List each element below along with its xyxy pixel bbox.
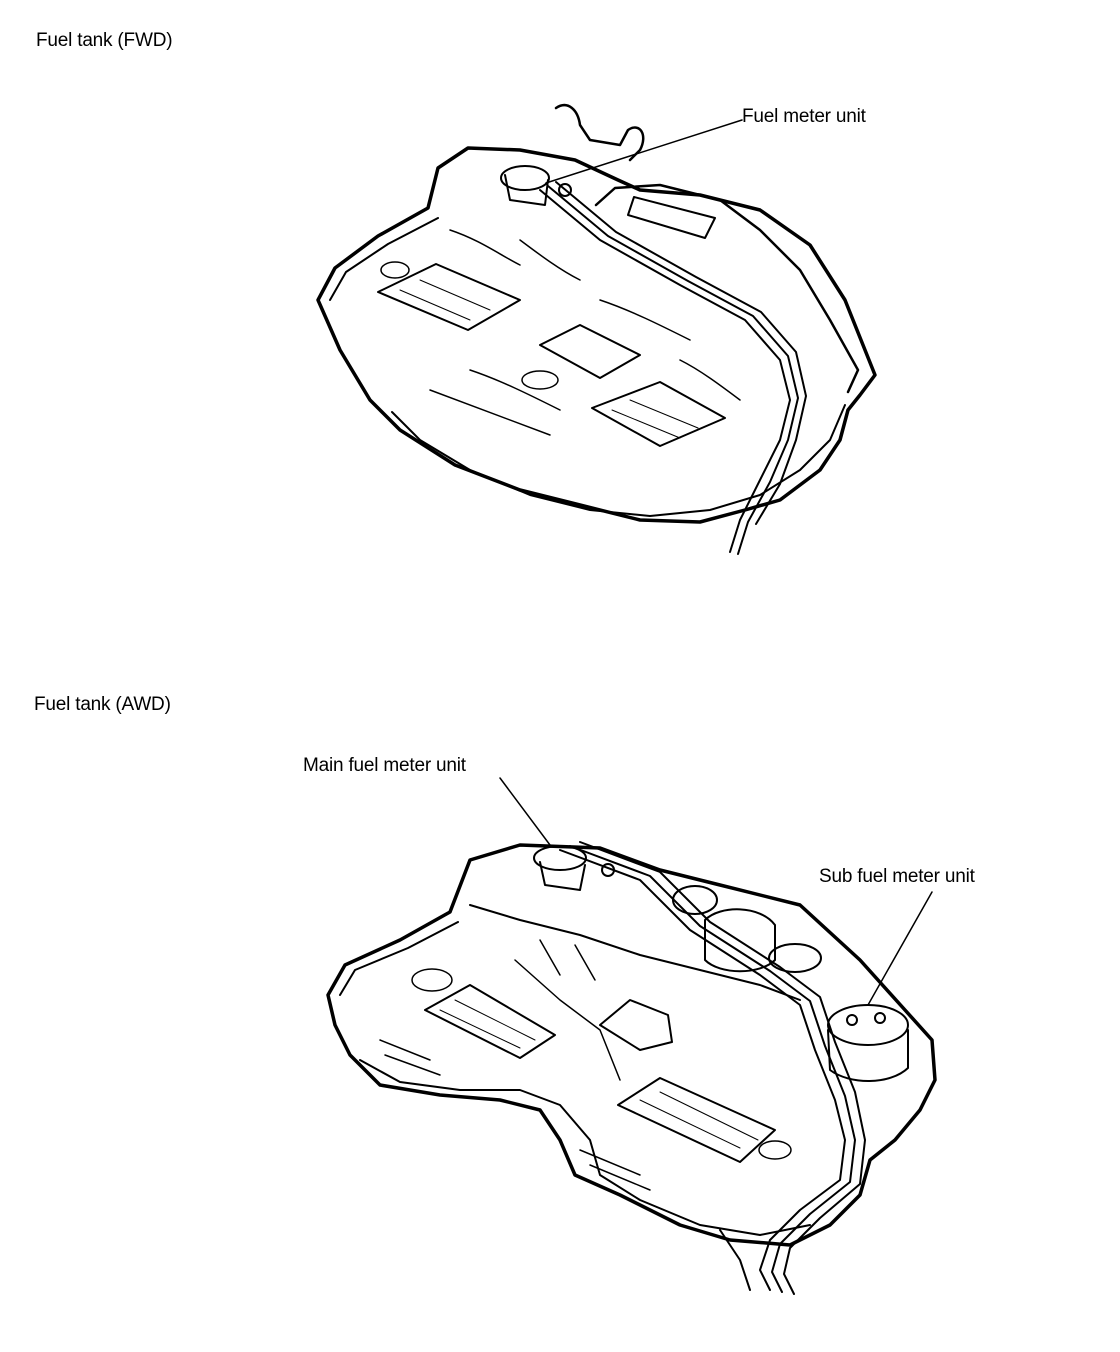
fwd-filler-neck <box>556 105 643 160</box>
fwd-pad-hatching <box>400 280 698 438</box>
fwd-fuel-meter-leader-line <box>546 120 742 183</box>
fwd-tank-top-plate <box>628 197 715 238</box>
awd-main-fuel-meter-unit-label: Main fuel meter unit <box>303 755 466 776</box>
awd-section-title: Fuel tank (AWD) <box>34 694 171 715</box>
fwd-fuel-lines <box>540 182 806 554</box>
fwd-tank-hump <box>596 185 858 392</box>
fwd-fuel-meter-unit-label: Fuel meter unit <box>742 106 866 127</box>
fwd-pad-center <box>540 325 640 378</box>
fwd-section-title: Fuel tank (FWD) <box>36 30 173 51</box>
fwd-tank-lower-rim <box>392 405 845 516</box>
fwd-tank-ridges <box>381 230 740 435</box>
fwd-fuel-meter-unit <box>501 166 571 205</box>
fwd-pad-right <box>592 382 725 446</box>
fwd-pad-left <box>378 264 520 330</box>
fwd-tank-flange <box>330 218 438 300</box>
